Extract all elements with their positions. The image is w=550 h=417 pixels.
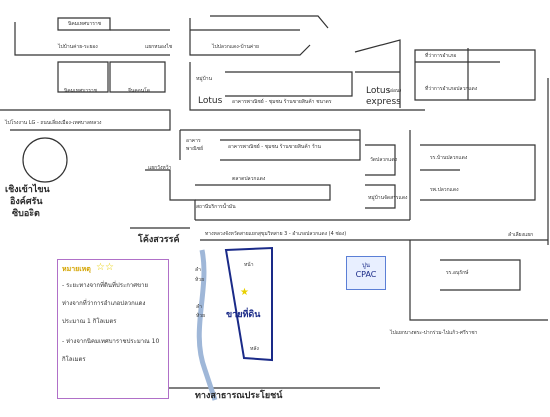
nikom-rd-mid-label: นิคมเทศบาราช xyxy=(64,88,98,94)
gas-label: สถานีบริการน้ำมัน xyxy=(196,204,236,210)
temple-label: วัดปลวกแดง xyxy=(370,157,398,163)
legend-line2: ห่างจากที่ว่าการอำเภอปลวกแดง xyxy=(62,300,146,307)
legend-line5: กิโลเมตร xyxy=(62,356,86,363)
circle-line2-label: อิงค์ศรัน xyxy=(10,197,43,207)
pluak-daeng-label: ไปปลวกแดง-บ้านค่าย xyxy=(212,44,259,50)
public-road-label: ทางสาธารณประโยชน์ xyxy=(195,391,283,401)
road-right-label: ลำเลียงแยก xyxy=(508,232,534,238)
bottom-right-road-label: ไปแยกบางพระ-ปากร่วม-ไปแก้ว-ศรีราชา xyxy=(390,330,478,336)
police-label: ที่ว่าการอำเภอปลวกแดง xyxy=(425,86,478,92)
maeklong-label: แยกหนองไช xyxy=(145,44,173,50)
mall-label: หมู่บ้านจัดสรรแดง xyxy=(368,195,408,201)
legend-title: หมายเหตุ xyxy=(62,265,91,273)
intersection-label: แยกวังหว้า xyxy=(148,165,172,171)
commercial-b-label: พาณิชย์ xyxy=(186,146,204,152)
khong-sawan-label: โค้งสวรรค์ xyxy=(138,235,180,245)
legend-box: หมายเหตุ ☆☆ - ระยะทางจากที่ดินที่ประกาศข… xyxy=(57,259,169,399)
lotus-small-label: (อ่อน) xyxy=(388,88,402,94)
lg-road-label: ไปโรงงาน LG - ถนนเลี่ยงเมือง-เทศบาลหลวง xyxy=(5,120,102,126)
cpac-name-label: CPAC xyxy=(355,270,377,279)
ban-khai-label: ไปบ้านค่าย-ระยอง xyxy=(58,44,98,50)
canal-4-label: ห้วย xyxy=(196,313,206,319)
condo-label: จีนคอนโด xyxy=(128,88,151,94)
plot-front-label: หน้า xyxy=(244,262,254,268)
school-label: รร.บ้านปลวกแดง xyxy=(430,155,468,161)
canal-1-label: ลำ xyxy=(195,267,201,273)
lotus-express-1-label: Lotus xyxy=(366,86,391,96)
canal-2-label: ห้วย xyxy=(195,277,205,283)
legend-line1: - ระยะทางจากที่ดินที่ประกาศขาย xyxy=(62,282,148,289)
lotus-left-label: Lotus xyxy=(198,96,223,106)
circle-line1-label: เชิงเข้าไขน xyxy=(5,185,50,195)
commercial-a-label: อาคาร xyxy=(186,138,201,144)
plot-back-label: หลัง xyxy=(250,346,259,352)
nikom-rd-top-label: นิคมเทศบาราช xyxy=(68,21,102,27)
hospital-label: รพ.ปลวกแดง xyxy=(430,187,459,193)
legend-star-icon: ☆☆ xyxy=(96,262,114,273)
legend-line3: ประมาณ 1 กิโลเมตร xyxy=(62,318,117,325)
legend-line4: - ห่างจากนิคมเทศบาราชประมาณ 10 xyxy=(62,338,160,345)
lotus-express-2-label: express xyxy=(366,97,401,107)
circle-line3-label: ซิบอะิต xyxy=(12,209,40,219)
school-2-label: รร.อนุรักษ์ xyxy=(446,270,469,276)
plot-sale-label: ขายที่ดิน xyxy=(226,310,261,320)
shop-row-top-label: อาคารพาณิชย์ - ชุมชน ร้านขายสินค้า ชนาดร xyxy=(232,99,332,105)
plot-star-icon: ★ xyxy=(240,287,249,298)
cpac-top-label: ปูน xyxy=(362,262,370,269)
canal-3-label: ลำ xyxy=(196,304,202,310)
cpac-building: ปูน CPAC xyxy=(346,256,386,290)
highway-label: ทางหลวงจังหวัดสายแยกสุขุมวิทสาย 3 - อำเภ… xyxy=(205,231,347,237)
village-label: หมู่บ้าน xyxy=(196,76,212,82)
tambon-office-label: ที่ว่าการอำเภอ xyxy=(425,53,457,59)
shop-row-mid-label: อาคารพาณิชย์ - ชุมชน ร้านขายสินค้า ร้าน xyxy=(228,144,321,150)
market-label: ตลาดปลวกแดง xyxy=(232,176,266,182)
